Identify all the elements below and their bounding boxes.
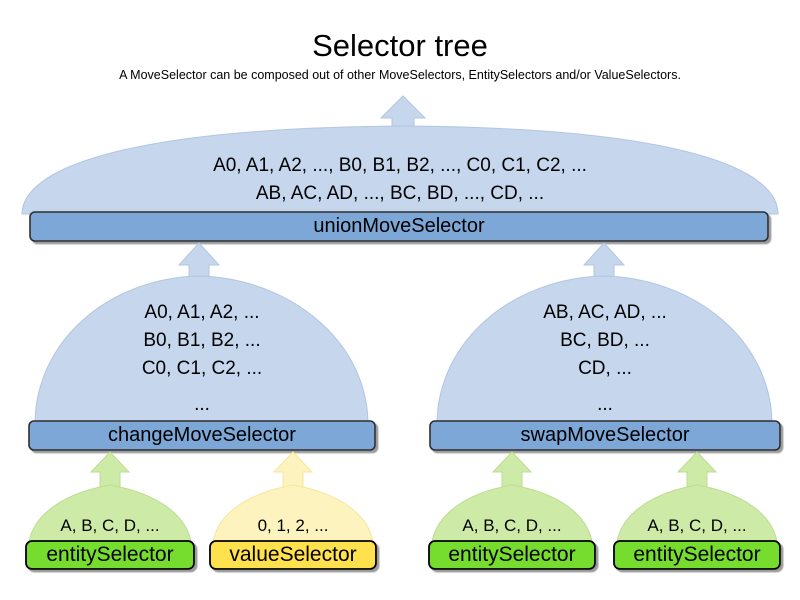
page-subtitle: A MoveSelector can be composed out of ot… xyxy=(119,68,681,82)
leaf-values-4: A, B, C, D, ... xyxy=(647,516,747,535)
swap-dome-line-2: BC, BD, ... xyxy=(560,330,650,351)
leaf-values-2: 0, 1, 2, ... xyxy=(257,516,329,535)
change-dome-line-3: C0, C1, C2, ... xyxy=(141,358,263,379)
arrow-leaf-2 xyxy=(272,451,314,491)
leaf-dome-2 xyxy=(211,484,375,553)
leaf-values-1: A, B, C, D, ... xyxy=(60,516,160,535)
leaf-label-3: entitySelector xyxy=(448,543,576,566)
leaf-label-4: entitySelector xyxy=(633,543,761,566)
swap-move-selector-bar[interactable] xyxy=(429,420,781,451)
leaf-bar-4[interactable] xyxy=(613,540,781,570)
arrow-leaf-4 xyxy=(676,451,718,491)
change-dome xyxy=(34,275,369,426)
leaf-bar-1[interactable] xyxy=(25,540,195,570)
leaf-bar-3[interactable] xyxy=(428,540,596,570)
union-dome-line-1: A0, A1, A2, ..., B0, B1, B2, ..., C0, C1… xyxy=(213,155,587,176)
swap-dome-line-4: ... xyxy=(597,394,613,415)
change-dome-line-4: ... xyxy=(194,394,210,415)
leaf-bar-2[interactable] xyxy=(209,540,377,570)
swap-dome-line-1: AB, AC, AD, ... xyxy=(543,302,667,323)
union-move-selector-bar[interactable] xyxy=(29,211,769,242)
change-dome-line-1: A0, A1, A2, ... xyxy=(144,302,260,323)
change-dome-line-2: B0, B1, B2, ... xyxy=(143,330,261,351)
leaf-label-2: valueSelector xyxy=(229,543,357,566)
leaf-label-1: entitySelector xyxy=(46,543,174,566)
swap-dome-line-3: CD, ... xyxy=(578,358,632,379)
change-move-selector-label: changeMoveSelector xyxy=(108,424,296,446)
leaf-dome-4 xyxy=(615,484,779,553)
union-move-selector-label: unionMoveSelector xyxy=(313,215,485,237)
page-title: Selector tree xyxy=(312,28,488,63)
change-move-selector-bar[interactable] xyxy=(28,420,376,451)
union-dome-line-2: AB, AC, AD, ..., BC, BD, ..., CD, ... xyxy=(255,183,545,204)
leaf-dome-1 xyxy=(27,484,193,553)
arrow-leaf-1 xyxy=(89,451,131,491)
arrow-leaf-3 xyxy=(491,451,533,491)
leaf-dome-3 xyxy=(430,484,594,553)
swap-dome xyxy=(436,275,773,426)
swap-move-selector-label: swapMoveSelector xyxy=(520,424,690,446)
leaf-values-3: A, B, C, D, ... xyxy=(462,516,562,535)
union-dome xyxy=(21,125,779,215)
